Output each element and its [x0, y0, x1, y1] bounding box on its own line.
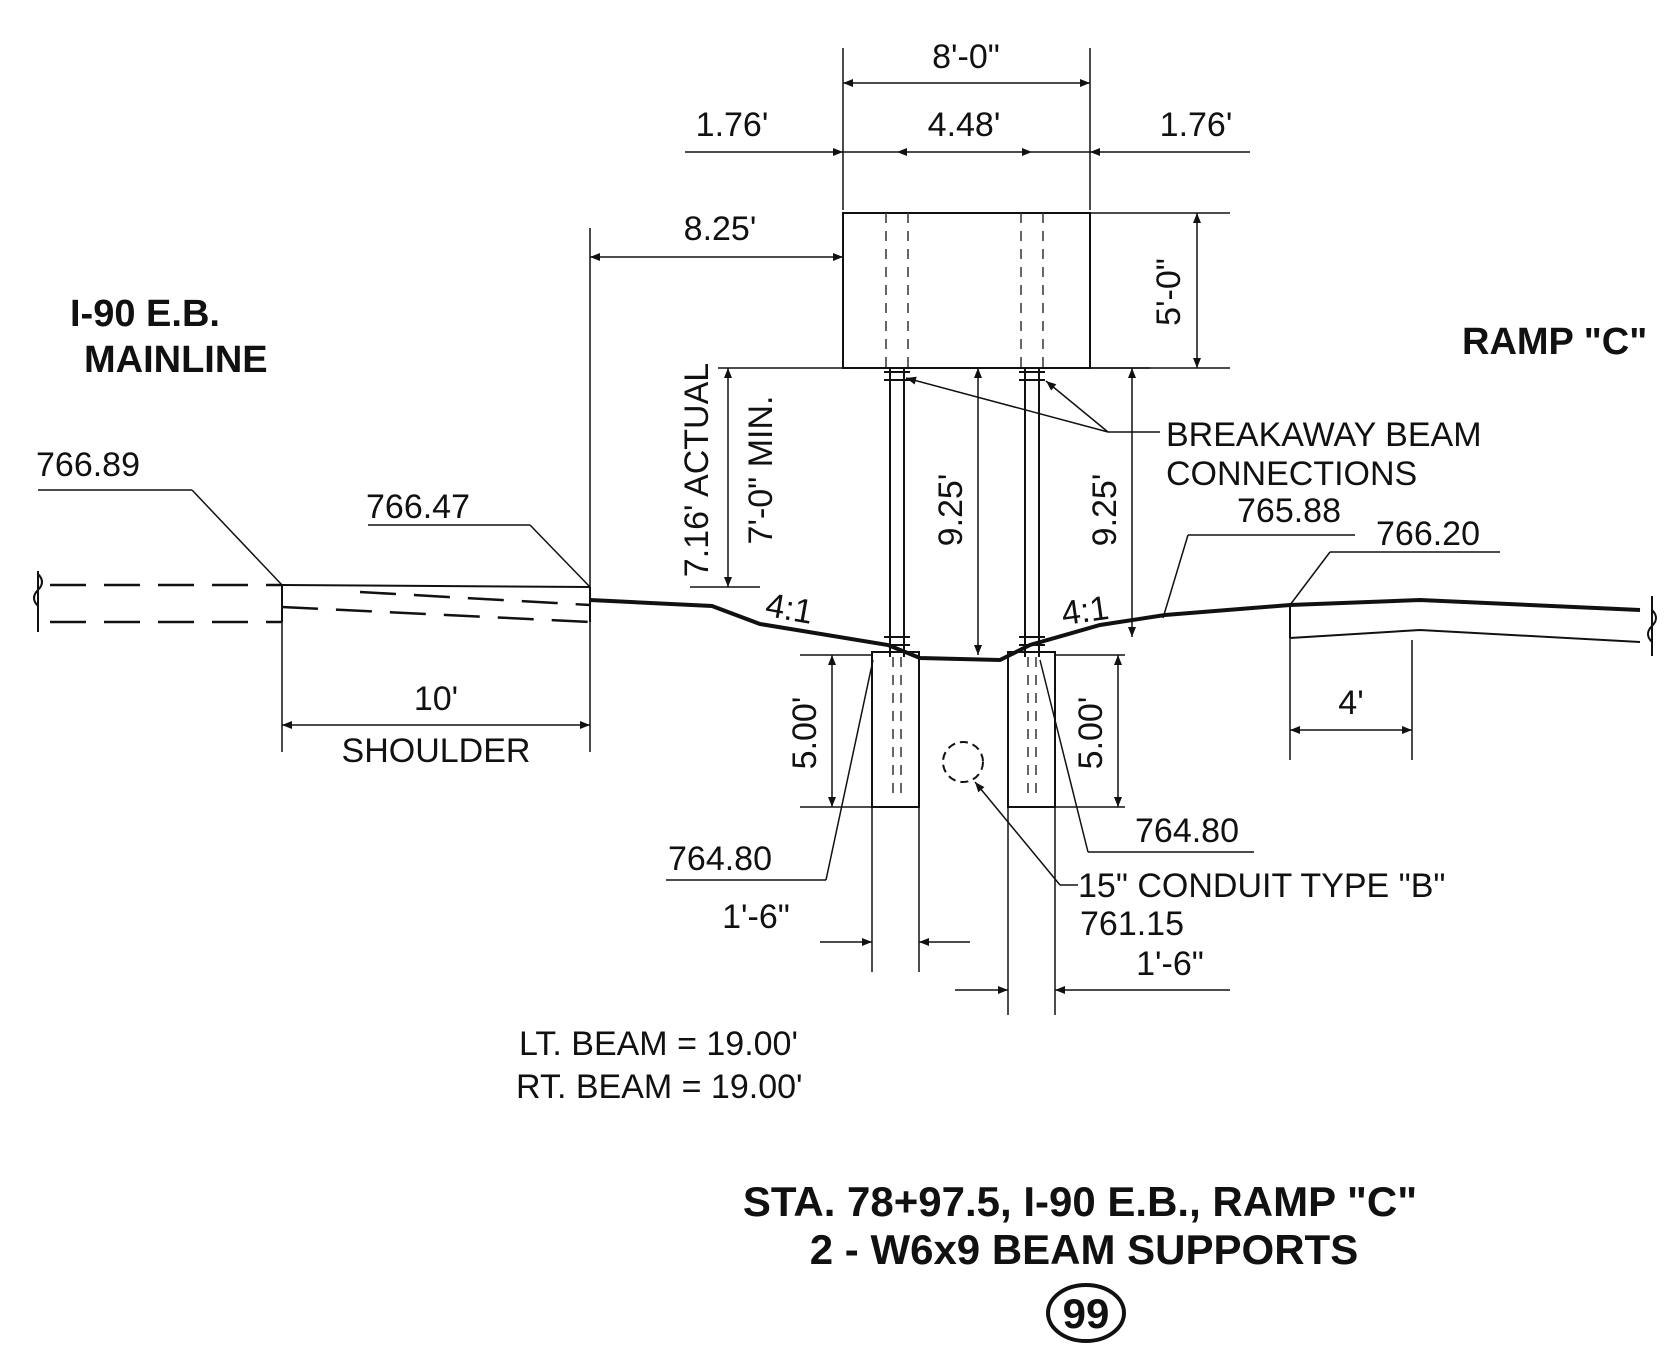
sheet-number: 99 [1063, 1290, 1110, 1337]
elev-e5: 764.80 [668, 840, 772, 878]
ramp-label: RAMP "C" [1462, 321, 1647, 363]
dim-post-height-left-label: 9.25' [932, 474, 970, 547]
clearance-actual-label: 7.16' ACTUAL [678, 363, 716, 577]
dim-sign-width-label: 8'-0" [932, 38, 1000, 76]
mainline-label-line2: MAINLINE [84, 339, 268, 381]
breakaway-leader-right [1045, 380, 1109, 433]
ground-line [589, 597, 1641, 663]
left-foundation [871, 651, 920, 808]
left-post [884, 213, 910, 800]
rt-beam-length: RT. BEAM = 19.00' [516, 1068, 803, 1106]
sheet-number-circle [1046, 1283, 1126, 1343]
dim-fnd-width-left-label: 1'-6" [722, 898, 790, 936]
right-post [1019, 213, 1045, 800]
clearance-dimension: 7.16' ACTUAL 7'-0" MIN. [678, 363, 843, 588]
break-symbol-right [1647, 609, 1657, 643]
conduit-label: 15" CONDUIT TYPE "B" [1078, 867, 1446, 905]
top-dimensions: 8'-0" 1.76' 4.48' 1.76' [685, 38, 1250, 210]
elev-e3: 765.88 [1237, 492, 1341, 530]
dim-ramp-offset-label: 4' [1338, 684, 1363, 722]
sign-panel [842, 212, 1091, 369]
leader-e4 [1289, 551, 1331, 606]
shoulder-dimension: 10' SHOULDER [281, 622, 591, 770]
dim-post-spacing-label: 4.48' [928, 106, 1001, 144]
elev-e6: 764.80 [1135, 812, 1239, 850]
ramp-surface-bottom [1289, 628, 1641, 643]
leader-e1 [191, 489, 283, 586]
elev-e1: 766.89 [36, 446, 140, 484]
leader-e6 [1039, 659, 1089, 853]
conduit-elevation: 761.15 [1080, 905, 1184, 943]
title-line2: 2 - W6x9 BEAM SUPPORTS [810, 1226, 1358, 1273]
dim-left-overhang-label: 1.76' [696, 106, 769, 144]
sign-height-dimension: 5'-0" [1090, 212, 1230, 369]
breakaway-label-line2: CONNECTIONS [1166, 455, 1417, 493]
leader-e3 [1162, 534, 1189, 619]
leader-e2 [529, 524, 591, 588]
elevation-callouts: 766.89 766.47 765.88 766.20 [36, 446, 1500, 619]
shoulder-bottom-a [281, 605, 591, 624]
shoulder-label: SHOULDER [342, 732, 531, 770]
dim-post-height-right-label: 9.25' [1086, 474, 1124, 547]
slope-right-label: 4:1 [1059, 589, 1111, 633]
breakaway-label-line1: BREAKAWAY BEAM [1166, 416, 1482, 454]
leader-e5 [825, 659, 874, 881]
dim-fnd-right-depth-label: 5.00' [1072, 697, 1110, 770]
dim-right-overhang-label: 1.76' [1160, 106, 1233, 144]
offset-dimension: 8.25' [589, 210, 843, 595]
conduit: 15" CONDUIT TYPE "B" 761.15 [942, 741, 1446, 943]
breakaway-callout: BREAKAWAY BEAM CONNECTIONS [905, 376, 1482, 493]
dim-fnd-left-depth-label: 5.00' [786, 697, 824, 770]
elev-e4: 766.20 [1376, 515, 1480, 553]
conduit-leader [974, 781, 1061, 886]
title-line1: STA. 78+97.5, I-90 E.B., RAMP "C" [743, 1178, 1417, 1225]
dim-offset-label: 8.25' [684, 210, 757, 248]
road-profile: 4:1 4:1 [33, 571, 1657, 663]
shoulder-bottom-b [359, 590, 591, 607]
post-height-right-dimension: 9.25' [1086, 367, 1150, 637]
post-height-left-dimension: 9.25' [932, 368, 982, 655]
foundations: 5.00' 5.00' 764.80 764.80 1'-6" 1'-6" [666, 651, 1254, 1015]
lt-beam-length: LT. BEAM = 19.00' [519, 1025, 798, 1063]
dim-sign-height-label: 5'-0" [1150, 258, 1188, 326]
breakaway-leader-left [905, 376, 1109, 433]
elev-e2: 766.47 [366, 488, 470, 526]
conduit-circle [942, 741, 984, 783]
mainline-label-line1: I-90 E.B. [70, 293, 220, 335]
clearance-min-label: 7'-0" MIN. [742, 396, 780, 545]
right-foundation [1007, 651, 1056, 808]
ramp-offset-dimension: 4' [1289, 638, 1413, 760]
shoulder-top [281, 584, 591, 588]
dim-fnd-width-right-label: 1'-6" [1136, 945, 1204, 983]
slope-left-label: 4:1 [763, 586, 816, 632]
dim-shoulder-label: 10' [414, 680, 458, 718]
